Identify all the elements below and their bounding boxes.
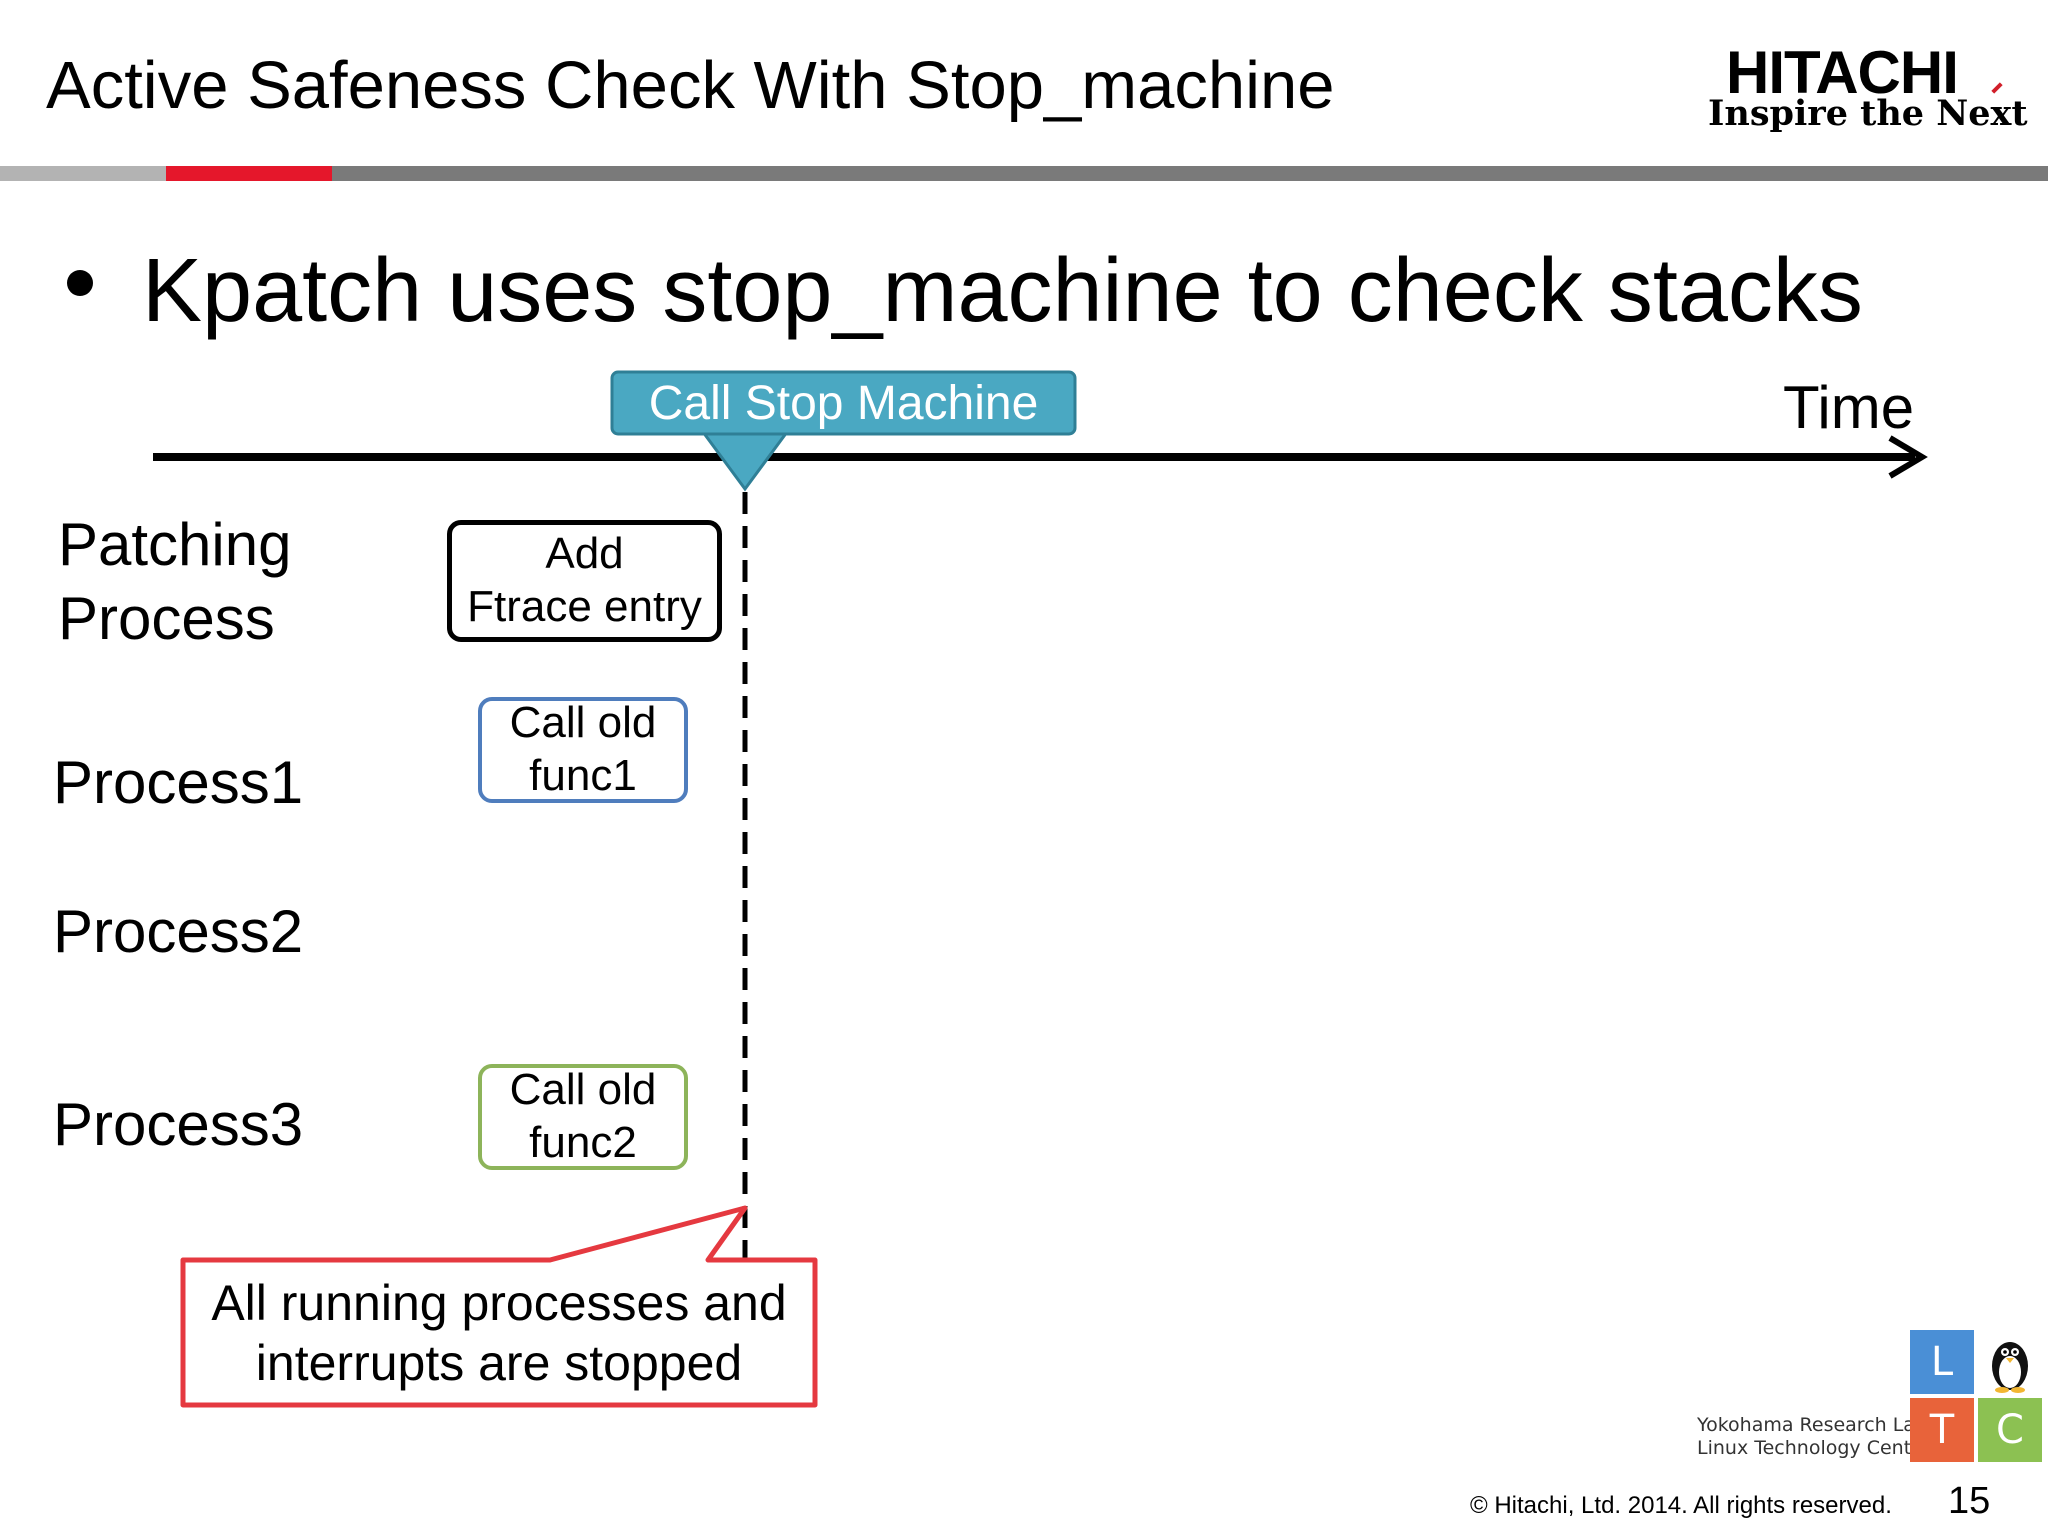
ltc-tile-t: T: [1910, 1398, 1974, 1462]
call-old-func2-box: Call old func2: [478, 1064, 688, 1170]
add-ftrace-entry-box: Add Ftrace entry: [447, 520, 722, 642]
title-bar-right-segment: [332, 166, 2048, 181]
row-label-process1: Process1: [53, 749, 304, 816]
bullet-dot: [67, 270, 93, 296]
penguin-icon: [1992, 1342, 2028, 1393]
ltc-tile-l: L: [1910, 1330, 1974, 1394]
bullet-text: Kpatch uses stop_machine to check stacks: [142, 241, 1863, 341]
lab-name-line1: Yokohama Research Lab.: [1697, 1414, 1934, 1436]
call-old-func1-box: Call old func1: [478, 697, 688, 803]
copyright-text: © Hitachi, Ltd. 2014. All rights reserve…: [1470, 1492, 1892, 1519]
stop-machine-label-box: [610, 370, 1077, 436]
row-label-process3: Process3: [53, 1091, 304, 1158]
title-bar-left-segment: [0, 166, 166, 181]
row-label-process2: Process2: [53, 898, 304, 965]
lab-name-line2: Linux Technology Center: [1697, 1437, 1931, 1459]
row-label-patching-process: Patching Process: [58, 511, 292, 652]
time-axis-arrowhead: [1888, 435, 1928, 479]
time-axis-label: Time: [1783, 374, 1915, 441]
page-number: 15: [1948, 1480, 1991, 1522]
ltc-tile-c: C: [1978, 1398, 2042, 1462]
hitachi-tagline: Inspire the Next: [1708, 93, 2028, 134]
stop-machine-label: Call Stop Machine: [648, 376, 1039, 430]
slide-title: Active Safeness Check With Stop_machine: [46, 48, 1335, 123]
title-bar-accent-segment: [166, 166, 332, 181]
hitachi-logo: HITACHI: [1726, 39, 1959, 106]
callout-shape: [180, 1205, 818, 1408]
callout-text: All running processes and interrupts are…: [211, 1274, 787, 1391]
